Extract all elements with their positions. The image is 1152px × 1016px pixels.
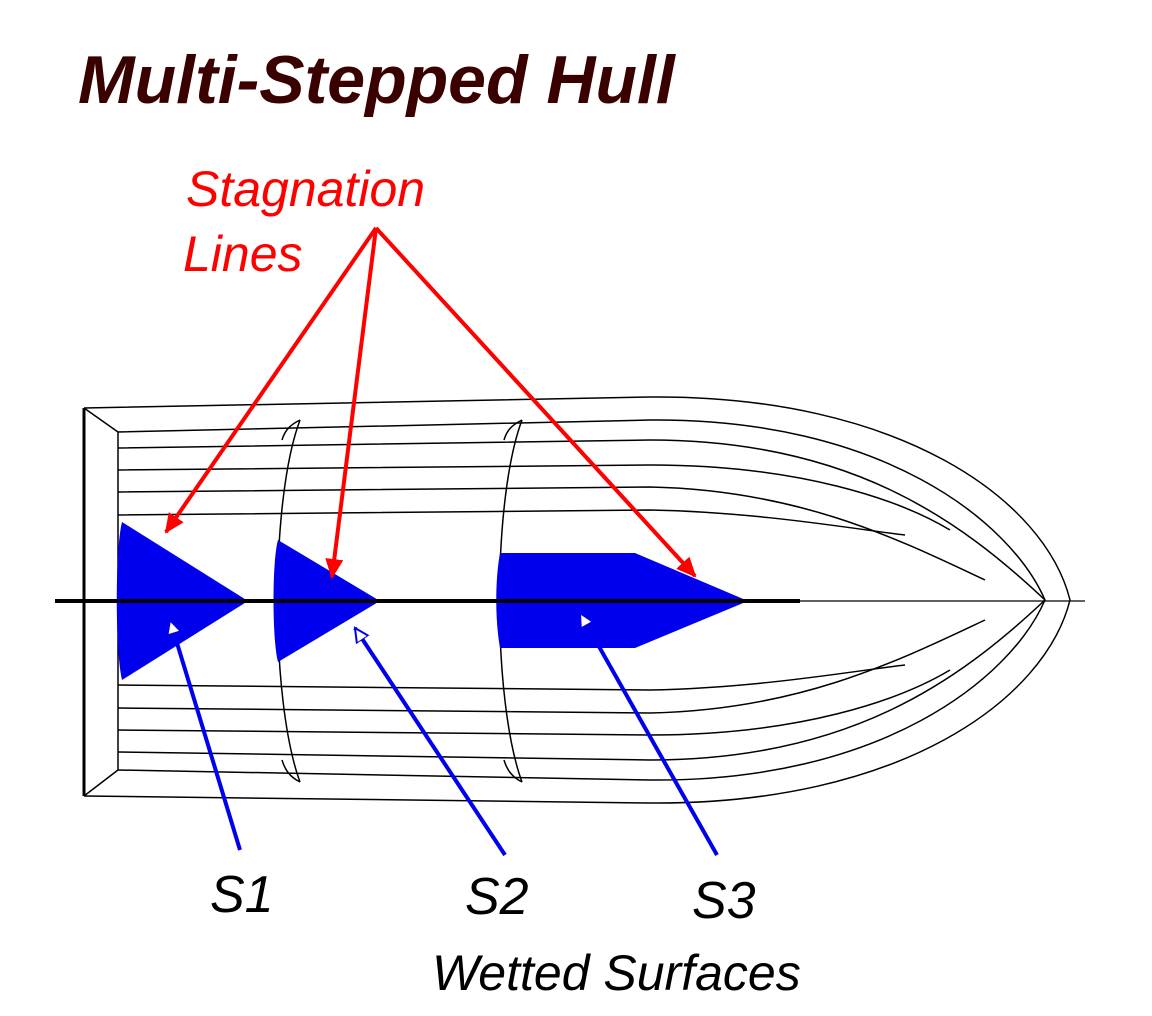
stagnation-arrows — [164, 226, 697, 579]
stagnation-label-line2: Lines — [183, 226, 303, 282]
surface-arrow-s3 — [578, 613, 719, 856]
surface-label-s3: S3 — [692, 872, 756, 930]
surface-arrows — [170, 613, 719, 857]
surface-arrow-s2 — [353, 628, 507, 857]
surface-label-s2: S2 — [465, 868, 529, 926]
wetted-surfaces-label: Wetted Surfaces — [432, 945, 801, 1001]
stagnation-arrow-s3 — [374, 226, 697, 578]
surface-label-s1: S1 — [210, 866, 274, 924]
stagnation-arrow-s2 — [325, 227, 378, 579]
stagnation-arrow-s1 — [164, 226, 378, 534]
page-title: Multi-Stepped Hull — [78, 42, 677, 118]
stagnation-label-line1: Stagnation — [186, 161, 425, 217]
surface-arrow-s1 — [170, 620, 242, 851]
